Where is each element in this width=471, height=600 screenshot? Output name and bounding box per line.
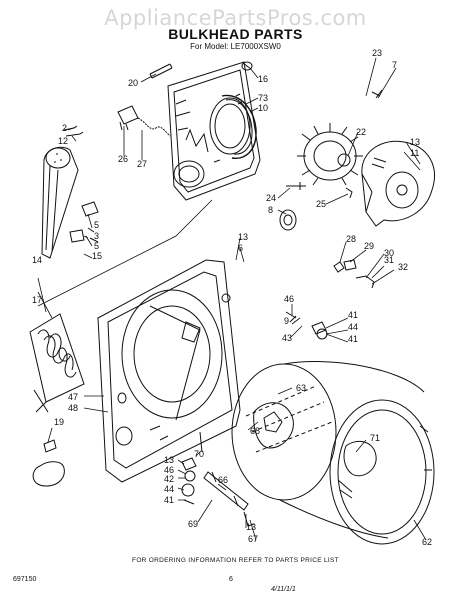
duct-seal (221, 94, 257, 159)
callout-13-top: 13 (410, 137, 420, 147)
roller-support (181, 431, 255, 527)
callout-44-lower: 44 (164, 484, 174, 494)
heater-element (29, 313, 85, 413)
callout-labels: 20 16 73 10 23 7 2 12 26 27 22 13 11 24 … (32, 48, 432, 547)
callout-13-mid: 13 (238, 232, 248, 242)
callout-41-lower: 41 (164, 495, 174, 505)
door-switch-parts (285, 259, 375, 340)
callout-16: 16 (258, 74, 268, 84)
callout-44-right: 44 (348, 322, 358, 332)
callout-32: 32 (398, 262, 408, 272)
callout-31: 31 (384, 255, 394, 265)
callout-8: 8 (268, 205, 273, 215)
callout-24: 24 (266, 193, 276, 203)
callout-68: 68 (250, 426, 260, 436)
callout-15: 15 (92, 251, 102, 261)
callout-13-bottom: 13 (246, 522, 256, 532)
support-rod (149, 63, 173, 79)
callout-41-a: 41 (348, 310, 358, 320)
callout-14: 14 (32, 255, 42, 265)
watermark: AppliancePartsPros.com (104, 6, 367, 30)
blower-seal (279, 209, 297, 231)
callout-22: 22 (356, 127, 366, 137)
callout-3: 3 (94, 231, 99, 241)
callout-48: 48 (68, 403, 78, 413)
callout-5-upper: 5 (94, 220, 99, 230)
callout-20: 20 (128, 78, 138, 88)
callout-70: 70 (194, 449, 204, 459)
model-label: For Model: LE7000XSW0 (190, 42, 281, 51)
callout-19: 19 (54, 417, 64, 427)
callout-46-right: 46 (284, 294, 294, 304)
callout-63: 63 (296, 383, 306, 393)
callout-25: 25 (316, 199, 326, 209)
callout-42: 42 (164, 474, 174, 484)
callout-29: 29 (364, 241, 374, 251)
callout-6: 6 (238, 243, 243, 253)
drum-glide (241, 61, 253, 71)
callout-62: 62 (422, 537, 432, 547)
drum (231, 361, 435, 545)
callout-27: 27 (137, 159, 147, 169)
callout-67: 67 (248, 534, 258, 544)
page-number: 6 (229, 576, 233, 583)
callout-10: 10 (258, 103, 268, 113)
callout-9: 9 (284, 316, 289, 326)
motor-pulley-arm (41, 146, 79, 259)
page-title: BULKHEAD PARTS (168, 26, 303, 42)
callout-12: 12 (58, 136, 68, 146)
callout-28: 28 (346, 234, 356, 244)
callout-26: 26 (118, 154, 128, 164)
callout-43: 43 (282, 333, 292, 343)
front-bulkhead (167, 61, 261, 201)
callout-30: 30 (384, 248, 394, 258)
callout-41-b: 41 (348, 334, 358, 344)
callout-17: 17 (32, 295, 42, 305)
callout-66: 66 (218, 475, 228, 485)
callout-23: 23 (372, 48, 382, 58)
callout-69: 69 (188, 519, 198, 529)
blower-screws (286, 89, 387, 199)
signature-mark: 4/11/1/1 (271, 586, 296, 593)
blower-wheel (297, 123, 363, 186)
light-socket (117, 105, 171, 137)
idler-parts (69, 201, 99, 243)
leader-lines (37, 57, 427, 541)
callout-11: 11 (410, 148, 419, 158)
callout-71: 71 (370, 433, 380, 443)
callout-73: 73 (258, 93, 268, 103)
callout-2: 2 (62, 123, 67, 133)
callout-13-lower-left: 13 (164, 455, 174, 465)
callout-5-lower: 5 (94, 241, 99, 251)
callout-7: 7 (392, 60, 397, 70)
blower-housing (361, 140, 435, 227)
ordering-note: FOR ORDERING INFORMATION REFER TO PARTS … (132, 557, 339, 564)
callout-46-lower: 46 (164, 465, 174, 475)
rear-bulkhead (97, 259, 241, 483)
document-number: 697150 (13, 576, 37, 583)
callout-47: 47 (68, 392, 78, 402)
heater-wire (32, 439, 65, 487)
